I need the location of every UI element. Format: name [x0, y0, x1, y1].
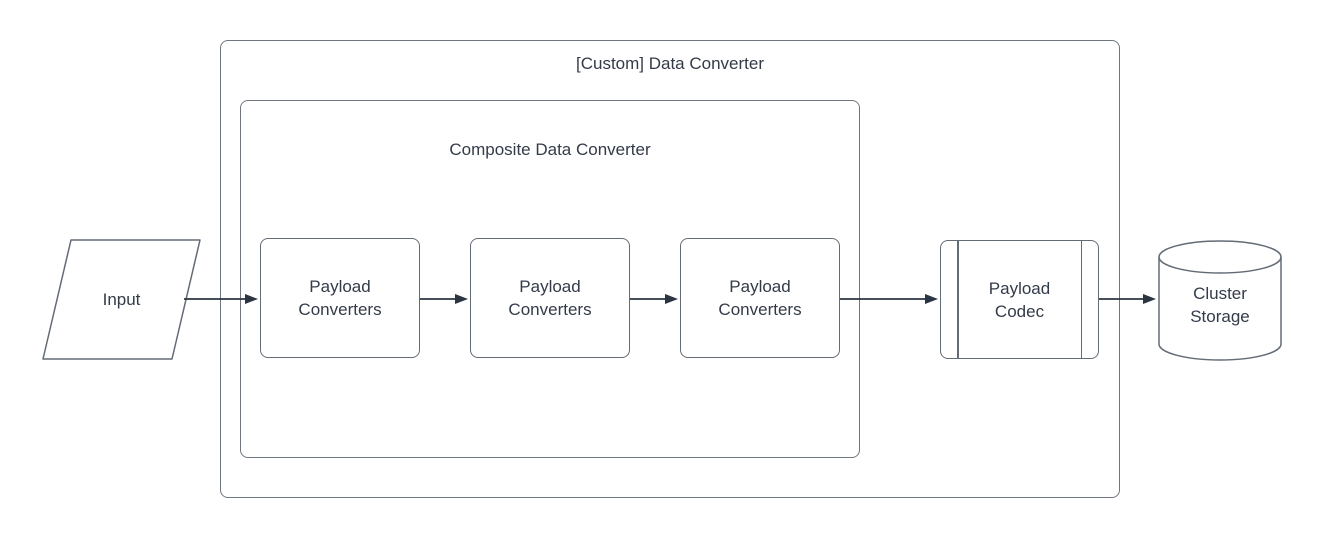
- payload-converters-label-1: Payload Converters: [298, 277, 382, 319]
- input-node: Input: [42, 239, 201, 360]
- input-label: Input: [102, 290, 141, 309]
- custom-data-converter-title: [Custom] Data Converter: [575, 54, 764, 73]
- cluster-storage-node: Cluster Storage: [1158, 240, 1282, 361]
- payload-converters-label-2: Payload Converters: [508, 277, 592, 319]
- payload-converters-node-3: Payload Converters: [680, 238, 840, 358]
- payload-converters-node-1: Payload Converters: [260, 238, 420, 358]
- codec-right-bar: [1080, 241, 1082, 358]
- payload-converters-node-2: Payload Converters: [470, 238, 630, 358]
- payload-codec-label: Payload Codec: [988, 278, 1051, 321]
- payload-codec-node: Payload Codec: [940, 240, 1099, 359]
- payload-converters-label-3: Payload Converters: [718, 277, 802, 319]
- parallelogram-shape: [42, 239, 201, 360]
- composite-data-converter-title: Composite Data Converter: [449, 140, 651, 159]
- cluster-storage-label: Cluster Storage: [1190, 283, 1250, 326]
- cylinder-shape: [1158, 240, 1282, 361]
- codec-left-bar: [957, 241, 959, 358]
